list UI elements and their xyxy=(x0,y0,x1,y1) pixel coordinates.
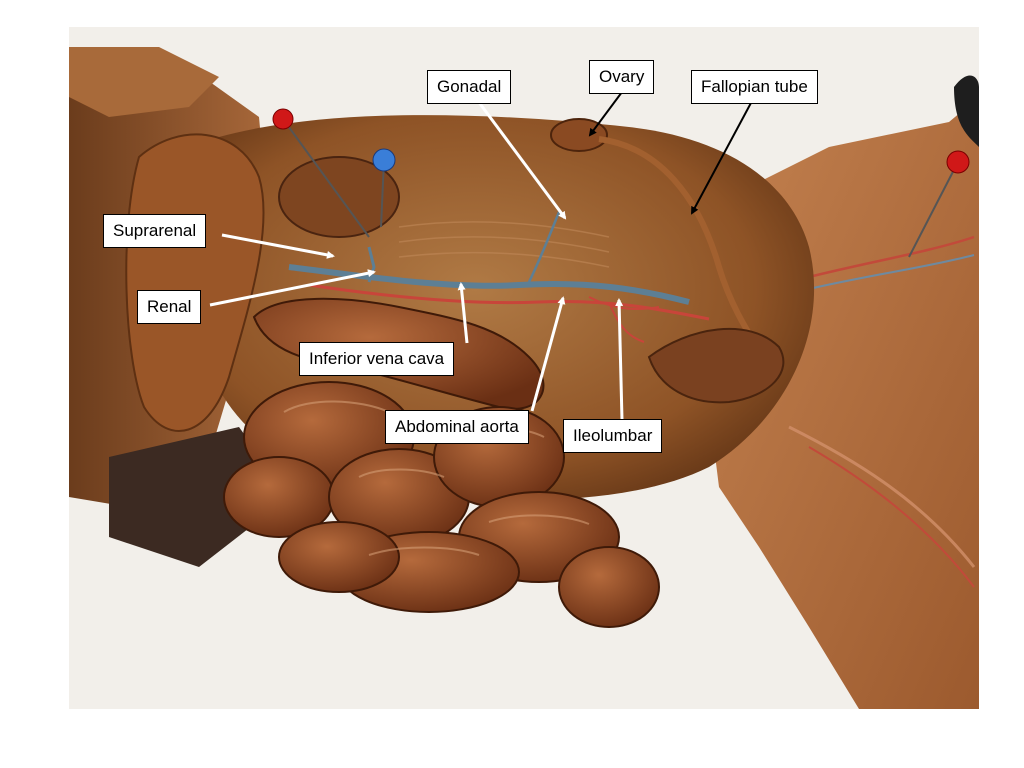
pin-blue xyxy=(372,148,396,228)
label-fallopian-tube: Fallopian tube xyxy=(691,70,818,104)
label-renal: Renal xyxy=(137,290,202,324)
label-ileolumbar: Ileolumbar xyxy=(563,419,663,453)
pin-red-right xyxy=(908,150,970,258)
label-abdominal-aorta: Abdominal aorta xyxy=(385,410,529,444)
label-suprarenal: Suprarenal xyxy=(103,214,207,248)
pin-red-left xyxy=(272,108,370,238)
gonadal-vessel xyxy=(527,211,561,283)
skin-flap-top-left xyxy=(69,47,219,117)
dissection-photo xyxy=(69,27,979,709)
label-gonadal: Gonadal xyxy=(427,70,512,104)
ovary-organ xyxy=(550,118,608,152)
dark-skin-flap xyxy=(109,427,289,567)
liver-lobe xyxy=(125,133,265,432)
instrument-handle xyxy=(954,75,979,147)
label-inferior-vena-cava: Inferior vena cava xyxy=(299,342,455,376)
label-ovary: Ovary xyxy=(589,60,655,94)
